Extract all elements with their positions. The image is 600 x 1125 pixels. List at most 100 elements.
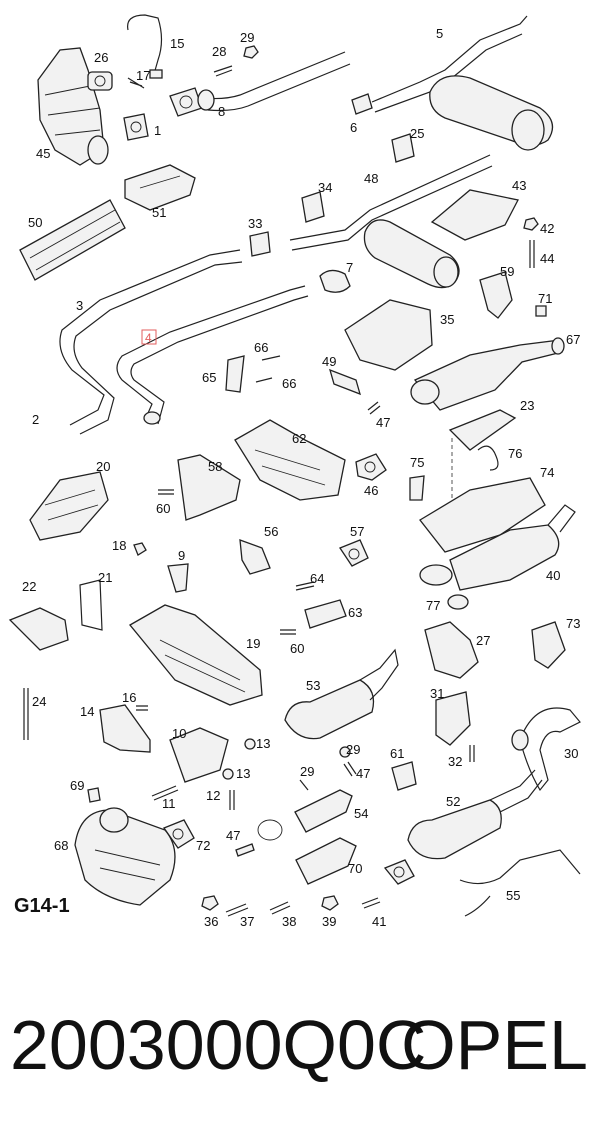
part-64-bolt — [295, 581, 315, 591]
part-32-bolt — [469, 745, 475, 762]
part-13-washer-lower — [222, 768, 234, 780]
gasket-ring-70 — [383, 859, 415, 885]
callout-13: 13 — [256, 736, 270, 751]
part-36-nut — [201, 895, 219, 911]
callout-16: 16 — [122, 690, 136, 705]
part-47-stud — [367, 401, 381, 415]
callout-77: 77 — [426, 598, 440, 613]
callout-13b: 13 — [236, 766, 250, 781]
part-65-bracket — [225, 355, 245, 393]
callout-43: 43 — [512, 178, 526, 193]
part-71-bolt — [535, 305, 547, 317]
part-20-heat-shield — [29, 471, 109, 541]
part-9-bracket — [167, 563, 189, 593]
part-73-mount — [531, 621, 566, 669]
callout-73: 73 — [566, 616, 580, 631]
callout-46: 46 — [364, 483, 378, 498]
gasket-ring-center — [257, 819, 283, 841]
callout-65: 65 — [202, 370, 216, 385]
callout-23: 23 — [520, 398, 534, 413]
callout-58: 58 — [208, 459, 222, 474]
callout-56: 56 — [264, 524, 278, 539]
part-5-rear-silencer — [371, 15, 554, 151]
part-24-rivet — [23, 688, 29, 740]
part-67-catalytic-converter — [410, 337, 565, 411]
callout-22: 22 — [22, 579, 36, 594]
part-60-bolt — [158, 489, 174, 495]
callout-76: 76 — [508, 446, 522, 461]
part-68-catalytic-converter — [74, 807, 176, 906]
callout-25: 25 — [410, 126, 424, 141]
part-72-gasket — [162, 819, 195, 849]
callout-50: 50 — [28, 215, 42, 230]
part-17-stud — [127, 77, 145, 89]
part-21-bracket — [79, 579, 103, 631]
part-70-pipe — [295, 837, 357, 885]
part-66-bolt — [255, 355, 281, 383]
part-23-bracket — [448, 409, 517, 451]
callout-36: 36 — [204, 914, 218, 929]
callout-29c: 29 — [300, 764, 314, 779]
part-29-nut — [243, 45, 259, 59]
part-61-sensor-bracket — [391, 761, 417, 791]
callout-59: 59 — [500, 264, 514, 279]
callout-35: 35 — [440, 312, 454, 327]
callout-numbers: 1 2 3 5 6 7 8 9 10 11 12 13 13 14 15 16 … — [22, 26, 580, 929]
callout-4-highlighted: 4 — [145, 331, 152, 345]
part-number: 2003000Q0C — [10, 1006, 427, 1084]
part-43-heat-shield — [430, 189, 519, 241]
callout-11: 11 — [162, 796, 176, 811]
callout-47: 47 — [376, 415, 390, 430]
callout-27: 27 — [476, 633, 490, 648]
callout-15: 15 — [170, 36, 184, 51]
part-40-rear-muffler — [419, 504, 576, 591]
part-27-exhaust-manifold — [424, 621, 479, 679]
callout-31: 31 — [430, 686, 444, 701]
callout-9: 9 — [178, 548, 185, 563]
part-42-nut — [523, 217, 539, 231]
callout-44: 44 — [540, 251, 554, 266]
part-19-heat-shield — [129, 604, 263, 706]
part-51-bracket — [124, 164, 196, 211]
part-13-washer — [244, 738, 256, 750]
callout-63: 63 — [348, 605, 362, 620]
part-41-stud — [361, 897, 381, 909]
part-29-stud — [299, 779, 309, 791]
callout-60b: 60 — [290, 641, 304, 656]
part-59-bracket — [479, 271, 513, 319]
callout-37: 37 — [240, 914, 254, 929]
part-31-heat-shield — [435, 691, 471, 746]
part-44-bolt — [529, 240, 535, 268]
callout-12: 12 — [206, 788, 220, 803]
part-38-bolt — [269, 901, 291, 915]
callout-14: 14 — [80, 704, 94, 719]
callout-34: 34 — [318, 180, 332, 195]
callout-52: 52 — [446, 794, 460, 809]
callout-26: 26 — [94, 50, 108, 65]
callout-45: 45 — [36, 146, 50, 161]
part-48-center-muffler — [289, 154, 493, 289]
brand-name: OPEL — [401, 1006, 588, 1084]
part-4-intermediate-pipe — [116, 285, 309, 425]
part-47-stud-lower — [343, 761, 357, 777]
callout-19: 19 — [246, 636, 260, 651]
part-46-gasket — [355, 453, 387, 481]
part-15-hanger-strap — [127, 14, 163, 79]
callout-51: 51 — [152, 205, 166, 220]
callout-30: 30 — [564, 746, 578, 761]
callout-67: 67 — [566, 332, 580, 347]
callout-33: 33 — [248, 216, 262, 231]
callout-60: 60 — [156, 501, 170, 516]
callout-24: 24 — [32, 694, 46, 709]
part-53-silencer — [284, 648, 399, 740]
callout-28: 28 — [212, 44, 226, 59]
part-54-pipe — [294, 789, 353, 833]
part-74-heat-shield — [419, 477, 546, 553]
part-12-bolt — [229, 790, 235, 810]
callout-7: 7 — [346, 260, 353, 275]
part-50-heat-shield — [19, 199, 126, 281]
callout-32: 32 — [448, 754, 462, 769]
callout-4-highlight-box — [141, 329, 157, 345]
part-76-sensor — [477, 445, 499, 471]
callout-3: 3 — [76, 298, 83, 313]
